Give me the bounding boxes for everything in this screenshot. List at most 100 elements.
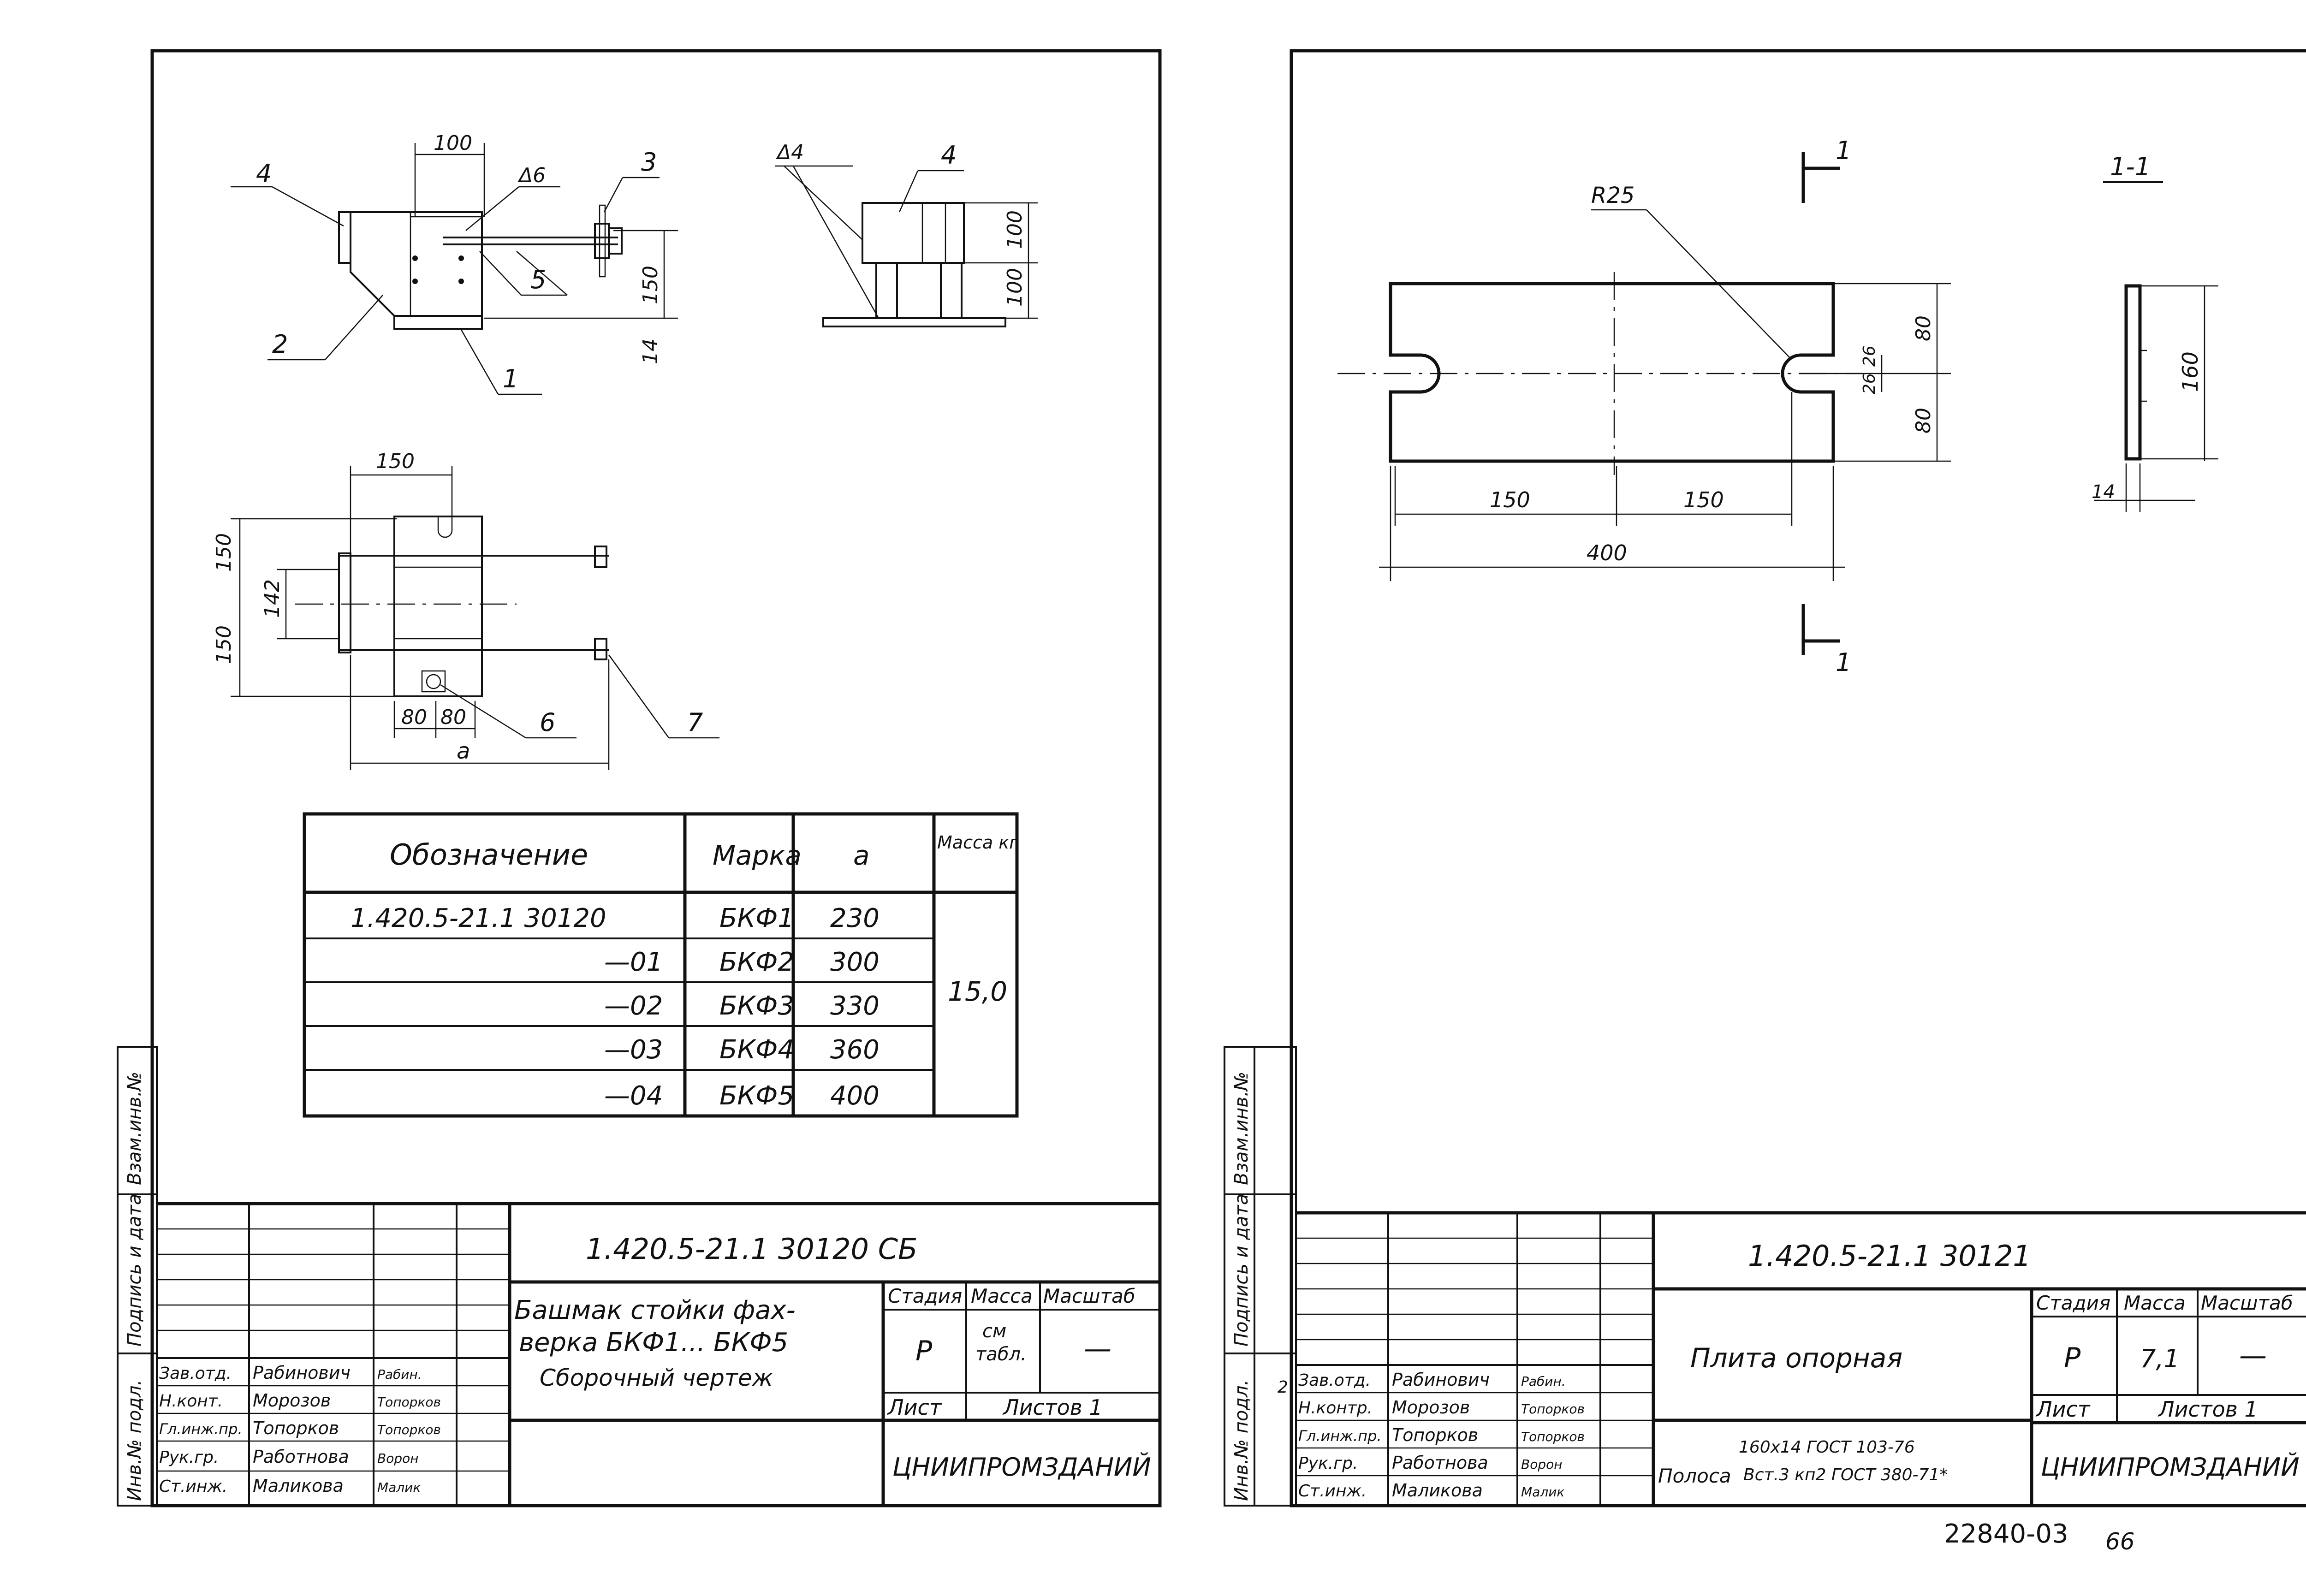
left-title-line3: Сборочный чертеж — [540, 1365, 773, 1391]
right-sheets-label: Листов 1 — [2157, 1397, 2258, 1422]
staff-role: Рук.гр. — [159, 1448, 219, 1467]
dim-80-bottom: 80 — [1912, 408, 1935, 433]
right-title: Плита опорная — [1690, 1342, 1902, 1374]
right-title-block: 1.420.5-21.1 30121 Плита опорная Полоса … — [1278, 1211, 2306, 1506]
spec-row-code: —02 — [604, 991, 663, 1021]
stamp-sign-date: Подпись и дата — [1231, 1194, 1252, 1347]
section-label: 1-1 — [2110, 152, 2151, 181]
staff-signature: Рабин. — [377, 1367, 422, 1382]
staff-name: Топорков — [253, 1418, 339, 1438]
right-material-label: Полоса — [1658, 1465, 1731, 1487]
staff-signature: Малик — [377, 1480, 421, 1495]
spec-row-mark: БКФ4 — [719, 1035, 794, 1065]
right-sheet: Взам.инв.№ Подпись и дата Инв.№ подл. — [1224, 49, 2306, 1507]
left-staff-list: Зав.отд. Рабинович Рабин. Н.конт. Морозо… — [159, 1363, 441, 1496]
callout-7: 7 — [687, 708, 703, 737]
spec-row-a: 230 — [830, 903, 880, 933]
right-mass-value: 7,1 — [2140, 1344, 2180, 1373]
callout-3: 3 — [641, 148, 657, 177]
side-view: 100 100 Δ4 4 — [775, 141, 1038, 327]
staff-name: Топорков — [1392, 1425, 1478, 1445]
right-scale-header: Масштаб — [2201, 1292, 2293, 1314]
staff-name: Рабинович — [253, 1363, 351, 1383]
plate-view: 1 1 R25 150 150 400 80 80 — [1337, 136, 1951, 677]
dim-r25: R25 — [1591, 183, 1634, 208]
staff-role: Гл.инж.пр. — [1298, 1427, 1382, 1445]
spec-row-code: —01 — [604, 947, 663, 977]
left-sheet-label: Лист — [887, 1395, 942, 1420]
spec-mass-value: 15,0 — [948, 976, 1007, 1007]
archive-sub: 66 — [2105, 1528, 2135, 1555]
left-stage-value: Р — [915, 1335, 933, 1367]
dim-150-left-b: 150 — [212, 625, 236, 664]
staff-name: Маликова — [1392, 1480, 1483, 1501]
spec-row-a: 300 — [830, 947, 880, 977]
left-mass-header: Масса — [971, 1285, 1033, 1307]
spec-header-a: а — [853, 840, 870, 871]
dim-160: 160 — [2178, 351, 2203, 392]
dim-delta6: Δ6 — [517, 164, 546, 187]
spec-header-mark: Марка — [713, 840, 802, 871]
right-material-line2: Вст.3 кп2 ГОСТ 380-71* — [1743, 1465, 1948, 1484]
staff-signature: Топорков — [1521, 1429, 1585, 1444]
right-frame — [1290, 49, 2306, 1507]
dim-80-b: 80 — [440, 706, 466, 729]
staff-signature: Ворон — [1521, 1457, 1563, 1472]
dim-100: 100 — [434, 131, 472, 155]
staff-role: Ст.инж. — [1298, 1482, 1367, 1501]
dim-100-a: 100 — [1003, 210, 1027, 249]
left-mass-value-2: табл. — [975, 1344, 1027, 1365]
left-frame — [150, 49, 1162, 1507]
stamp-replace-inv: Взам.инв.№ — [1231, 1072, 1252, 1185]
spec-row-a: 360 — [830, 1035, 880, 1065]
left-sheets-label: Листов 1 — [1002, 1395, 1103, 1420]
callout-2: 2 — [272, 330, 288, 359]
right-stage-value: Р — [2064, 1342, 2081, 1374]
plan-view: 150 150 150 142 80 80 а 6 — [212, 450, 719, 770]
spec-row-code: —03 — [604, 1035, 663, 1065]
spec-row-code: 1.420.5-21.1 30120 — [351, 903, 606, 933]
spec-header-designation: Обозначение — [390, 838, 588, 872]
staff-name: Морозов — [1392, 1397, 1470, 1418]
dim-150-b: 150 — [1683, 487, 1724, 512]
staff-role: Н.контр. — [1298, 1399, 1373, 1418]
stamp-inv-orig: Инв.№ подл. — [124, 1380, 145, 1501]
spec-table: Обозначение Марка а Масса кг 1.420.5-21.… — [303, 812, 1019, 1118]
callout-4-side: 4 — [941, 141, 957, 170]
right-mass-header: Масса — [2124, 1292, 2186, 1314]
callout-4: 4 — [256, 159, 272, 188]
staff-role: Н.конт. — [159, 1392, 223, 1411]
left-side-stamp: Взам.инв.№ Подпись и дата Инв.№ подл. — [117, 1046, 158, 1507]
revision-mark: 2 — [1278, 1378, 1288, 1397]
spec-header-mass: Масса кг — [937, 832, 1019, 853]
staff-role: Ст.инж. — [159, 1477, 227, 1496]
staff-signature: Ворон — [377, 1451, 419, 1466]
callout-6: 6 — [540, 708, 555, 737]
staff-signature: Топорков — [1521, 1401, 1585, 1417]
staff-role: Зав.отд. — [1298, 1371, 1371, 1390]
right-stage-header: Стадия — [2036, 1292, 2110, 1314]
section-mark-bottom: 1 — [1836, 648, 1851, 677]
spec-row-mark: БКФ2 — [719, 947, 794, 977]
dim-150-top: 150 — [376, 450, 415, 473]
staff-role: Гл.инж.пр. — [159, 1420, 243, 1438]
stamp-sign-date: Подпись и дата — [124, 1194, 145, 1347]
staff-name: Рабинович — [1392, 1370, 1490, 1390]
left-mass-value-1: см — [982, 1321, 1006, 1342]
dim-14-section: 14 — [2092, 481, 2115, 503]
left-title-line1: Башмак стойки фах- — [514, 1295, 796, 1325]
section-view: 1-1 160 14 — [2092, 152, 2218, 512]
spec-row-code: —04 — [604, 1081, 663, 1111]
spec-row-a: 400 — [830, 1081, 880, 1111]
right-organization: ЦНИИПРОМЗДАНИЙ — [2041, 1453, 2300, 1482]
dim-80-top: 80 — [1912, 315, 1935, 341]
left-scale-value: — — [1084, 1333, 1111, 1365]
dim-150-left-a: 150 — [212, 533, 236, 572]
left-title-block: 1.420.5-21.1 30120 СБ Башмак стойки фах-… — [157, 1202, 1160, 1506]
spec-row-mark: БКФ5 — [719, 1081, 794, 1111]
staff-role: Зав.отд. — [159, 1364, 232, 1383]
spec-row-mark: БКФ1 — [719, 903, 794, 933]
staff-signature: Малик — [1521, 1484, 1564, 1500]
spec-row-a: 330 — [830, 991, 880, 1021]
